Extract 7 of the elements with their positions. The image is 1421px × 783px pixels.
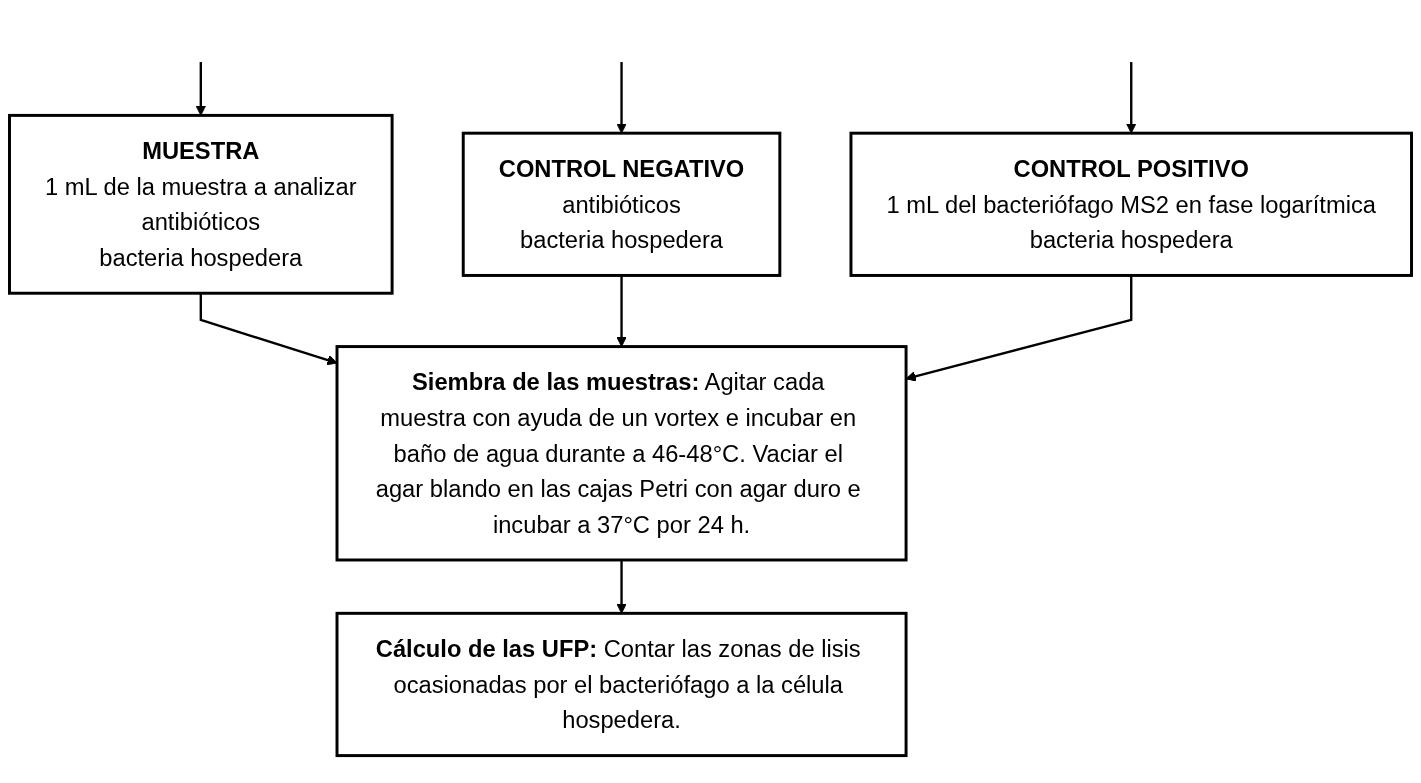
- arrow: [616, 275, 627, 348]
- node-box: Siembra de las muestras: Agitar cada muestra con ayuda de un vortex e incubar en baño de agua durante a 46-48°C. Vaciar el agar blando en las cajas Petri con agar duro e incubar a 37°C por 24 h.: [335, 345, 908, 562]
- node-box: CONTROL NEGATIVO antibióticos bacteria hospedera: [461, 132, 782, 278]
- node-box: MUESTRA 1 mL de la muestra a analizar antibióticos bacteria hospedera: [8, 114, 394, 296]
- node-box: Cálculo de las UFP: Contar las zonas de lisis ocasionadas por el bacteriófago a la célula hospedera.: [335, 612, 908, 758]
- arrow: [199, 293, 338, 366]
- node-box: CONTROL POSITIVO 1 mL del bacteriófago MS2 en fase logarítmica bacteria hospedera: [849, 132, 1413, 278]
